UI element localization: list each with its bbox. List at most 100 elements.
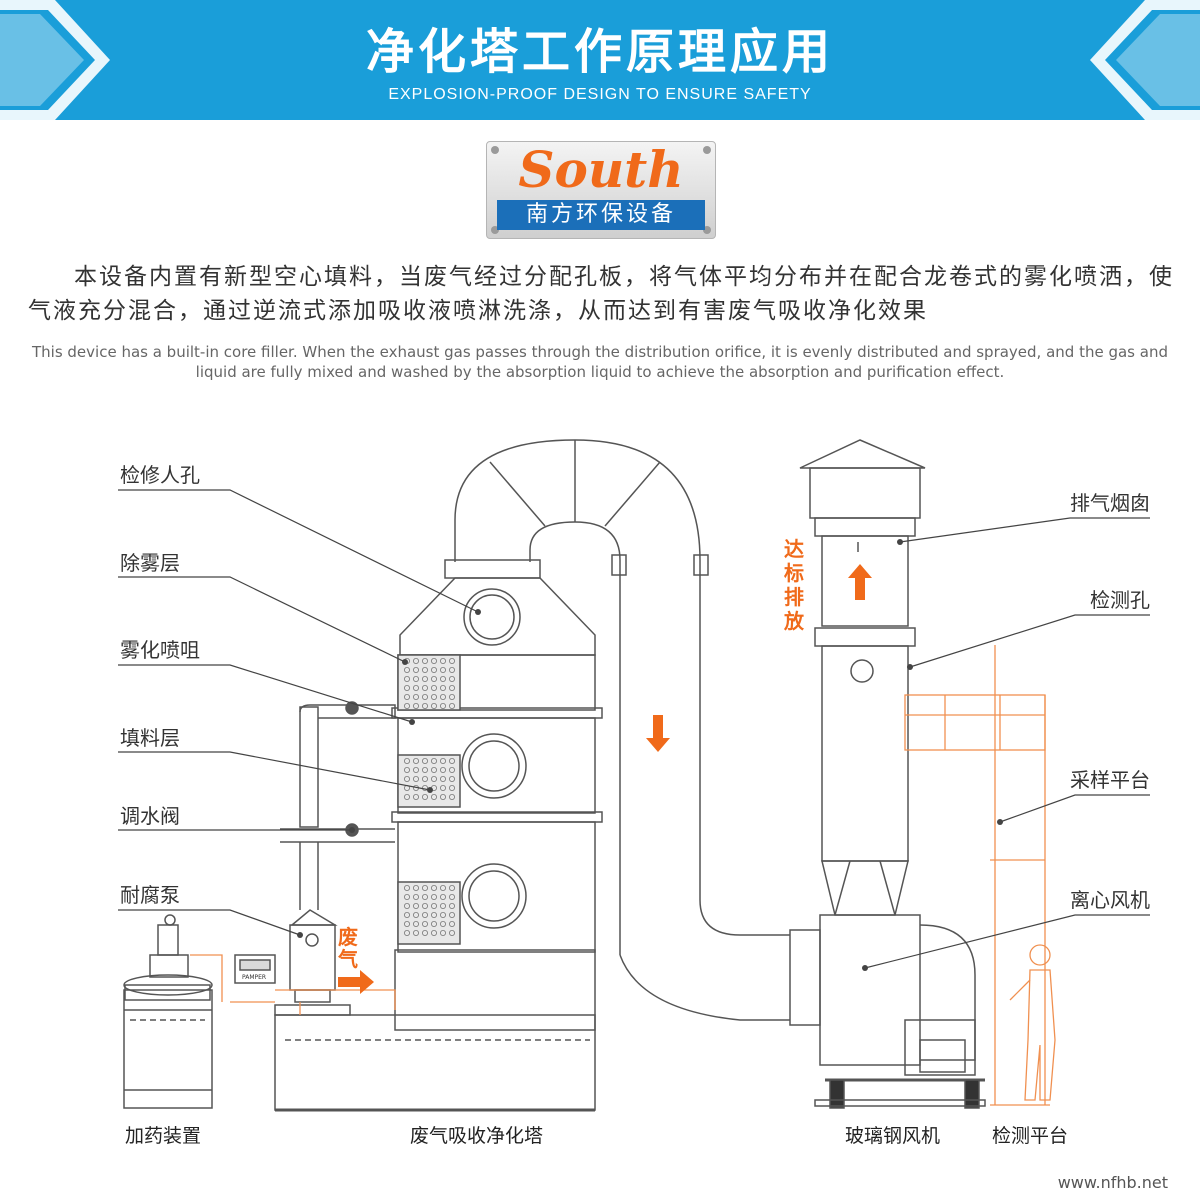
header-chevron-left-icon [0, 0, 110, 120]
filler-dot [430, 658, 437, 665]
filler-dot [421, 794, 428, 801]
filler-dot [430, 921, 437, 928]
filler-dot [448, 658, 455, 665]
operator-figure [1009, 944, 1056, 1101]
filler-dot [439, 676, 446, 683]
filler-dot [421, 694, 428, 701]
filler-dot [430, 794, 437, 801]
filler-dot [430, 930, 437, 937]
filler-dot [448, 685, 455, 692]
filler-dot [439, 758, 446, 765]
filler-dot [448, 930, 455, 937]
label-discharge: 达标排放 [783, 537, 805, 633]
controller-label: PAMPER [242, 974, 266, 981]
filler-dot [403, 667, 410, 674]
header-chevron-right-icon [1090, 0, 1200, 120]
filler-dot [430, 758, 437, 765]
filler-dot [412, 685, 419, 692]
filler-dot [439, 785, 446, 792]
label-dosing: 加药装置 [125, 1125, 201, 1147]
filler-dot [439, 794, 446, 801]
sampling-platform [190, 645, 1050, 1106]
purification-tower [391, 577, 603, 1031]
filler-dot [421, 767, 428, 774]
filler-dot [403, 676, 410, 683]
filler-dot [439, 776, 446, 783]
filler-dot [421, 903, 428, 910]
filler-dot [403, 912, 410, 919]
filler-dot [403, 885, 410, 892]
filler-dot [403, 694, 410, 701]
rivet-icon [491, 226, 499, 234]
filler-dot [421, 703, 428, 710]
label-platform: 采样平台 [1070, 768, 1150, 792]
filler-dot [448, 758, 455, 765]
arrow-up-icon [848, 564, 872, 600]
filler-dot [430, 667, 437, 674]
label-test-platform: 检测平台 [992, 1125, 1068, 1147]
filler-dot [430, 694, 437, 701]
filler-dot [412, 776, 419, 783]
page-title: 净化塔工作原理应用 [365, 24, 834, 80]
dosing-device [123, 914, 213, 1109]
filler-dot [412, 930, 419, 937]
filler-dot [421, 658, 428, 665]
centrifugal-fan [789, 914, 986, 1109]
logo-brand: South [518, 140, 684, 199]
filler-dot [448, 785, 455, 792]
filler-dot [439, 921, 446, 928]
filler-dot [439, 930, 446, 937]
filler-dot [448, 903, 455, 910]
rivet-icon [703, 146, 711, 154]
label-nozzle: 雾化喷咀 [120, 638, 200, 662]
filler-dot [430, 776, 437, 783]
filler-dot [421, 885, 428, 892]
filler-dot [403, 703, 410, 710]
filler-dot [439, 694, 446, 701]
filler-dot [403, 794, 410, 801]
logo-subtitle: 南方环保设备 [497, 200, 705, 230]
filler-dot [439, 903, 446, 910]
filler-dot [412, 903, 419, 910]
filler-dot [439, 894, 446, 901]
filler-dot [412, 894, 419, 901]
filler-dot [421, 894, 428, 901]
filler-dot [439, 667, 446, 674]
filler-dot [448, 676, 455, 683]
filler-dot [448, 694, 455, 701]
label-valve: 调水阀 [120, 804, 180, 828]
filler-dot [439, 767, 446, 774]
filler-dot [412, 758, 419, 765]
filler-dot [421, 912, 428, 919]
exhaust-chimney [799, 439, 926, 916]
filler-dot [403, 758, 410, 765]
leader-lines [118, 489, 1150, 969]
filler-dot [430, 912, 437, 919]
filler-dot [439, 885, 446, 892]
filler-dot [403, 930, 410, 937]
label-frp-fan: 玻璃钢风机 [845, 1125, 940, 1147]
filler-dot [403, 685, 410, 692]
filler-dot [412, 694, 419, 701]
label-fan: 离心风机 [1070, 888, 1150, 912]
label-pump: 耐腐泵 [120, 883, 180, 907]
filler-dot [439, 912, 446, 919]
filler-dot [403, 767, 410, 774]
filler-dot [412, 912, 419, 919]
filler-dot [448, 703, 455, 710]
filler-dot [430, 703, 437, 710]
label-tower: 废气吸收净化塔 [410, 1125, 543, 1147]
page-subtitle: EXPLOSION-PROOF DESIGN TO ENSURE SAFETY [388, 86, 812, 103]
filler-texture [403, 658, 455, 937]
filler-dot [421, 930, 428, 937]
label-manhole: 检修人孔 [120, 463, 200, 487]
filler-dot [448, 912, 455, 919]
filler-dot [439, 658, 446, 665]
filler-dot [412, 667, 419, 674]
water-pipe [280, 701, 396, 910]
label-chimney: 排气烟囱 [1070, 491, 1150, 515]
filler-dot [430, 894, 437, 901]
header-banner: 净化塔工作原理应用 EXPLOSION-PROOF DESIGN TO ENSU… [0, 0, 1200, 120]
filler-dot [430, 767, 437, 774]
south-logo: South 南方环保设备 [486, 141, 716, 239]
